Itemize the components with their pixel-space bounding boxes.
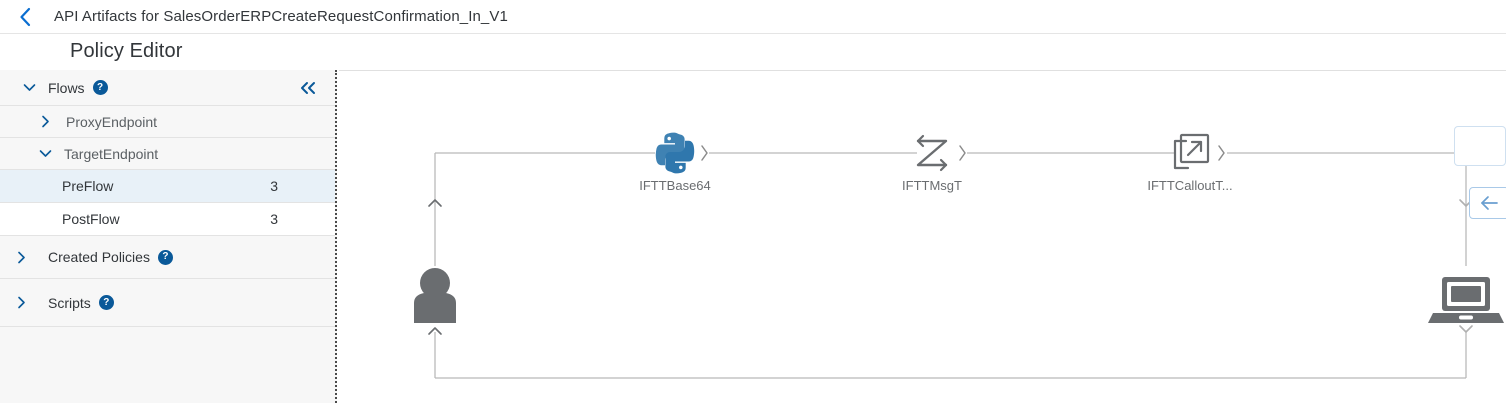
double-chevron-left-icon	[301, 82, 315, 94]
sidebar-collapse-button[interactable]	[297, 78, 319, 98]
flow-diagram	[414, 132, 1504, 379]
help-icon[interactable]: ?	[157, 249, 173, 265]
transform-z-icon	[916, 134, 948, 172]
breadcrumb-title[interactable]: API Artifacts for SalesOrderERPCreateReq…	[54, 8, 508, 25]
breadcrumb-bar: API Artifacts for SalesOrderERPCreateReq…	[0, 0, 1506, 34]
chevron-right-small-icon	[1218, 145, 1225, 161]
chevron-down-icon[interactable]	[20, 79, 38, 97]
sidebar-item-proxyendpoint[interactable]: ProxyEndpoint	[0, 106, 335, 138]
chevron-up-icon	[428, 199, 442, 207]
canvas-nav-back-wrapper	[1454, 126, 1506, 219]
help-icon[interactable]: ?	[92, 80, 108, 95]
sidebar-item-count: 3	[270, 178, 278, 194]
page-title-bar: Policy Editor	[0, 34, 1506, 68]
sidebar-item-label: PostFlow	[62, 211, 120, 227]
chevron-right-icon[interactable]	[12, 294, 30, 312]
node-label-3[interactable]: IFTTCalloutT...	[1147, 178, 1233, 193]
flows-sidebar: Flows ? ProxyEndpoint	[0, 70, 337, 403]
sidebar-item-preflow[interactable]: PreFlow 3	[0, 170, 335, 203]
sidebar-item-label: Scripts	[48, 294, 91, 311]
arrow-left-icon	[1481, 196, 1498, 210]
chevron-down-icon	[1459, 325, 1473, 333]
help-icon[interactable]: ?	[98, 295, 114, 310]
chevron-left-icon	[19, 7, 30, 26]
user-person-icon	[414, 268, 456, 323]
page-title: Policy Editor	[70, 39, 183, 62]
flow-canvas[interactable]: IFTTBase64 IFTTMsgT IFTTCalloutT...	[339, 70, 1506, 403]
node-label-2[interactable]: IFTTMsgT	[902, 178, 962, 193]
sidebar-item-count: 3	[270, 211, 278, 227]
python-logo-icon	[655, 132, 695, 174]
sidebar-item-label: ProxyEndpoint	[66, 113, 158, 130]
chevron-up-icon	[428, 327, 442, 335]
sidebar-empty-area	[0, 327, 335, 403]
chevron-right-small-icon	[959, 145, 966, 161]
chevron-right-small-icon	[701, 145, 708, 161]
sidebar-item-postflow[interactable]: PostFlow 3	[0, 203, 335, 236]
sidebar-item-flows[interactable]: Flows ?	[0, 70, 335, 106]
chevron-down-icon[interactable]	[36, 145, 54, 163]
sidebar-item-created-policies[interactable]: Created Policies ?	[0, 236, 335, 279]
laptop-icon	[1428, 277, 1504, 323]
sidebar-item-label: Flows	[48, 79, 85, 96]
canvas-top-divider	[339, 70, 1506, 71]
sidebar-item-targetendpoint[interactable]: TargetEndpoint	[0, 138, 335, 170]
sidebar-item-label: PreFlow	[62, 178, 114, 194]
sidebar-item-label: Created Policies	[48, 249, 150, 265]
node-label-1[interactable]: IFTTBase64	[639, 178, 711, 193]
back-button[interactable]	[8, 0, 42, 34]
sidebar-item-scripts[interactable]: Scripts ?	[0, 279, 335, 327]
chevron-right-icon[interactable]	[12, 248, 30, 266]
sidebar-item-label: TargetEndpoint	[64, 145, 159, 162]
canvas-nav-back-button[interactable]	[1469, 187, 1506, 219]
chevron-right-icon[interactable]	[36, 113, 54, 131]
external-link-icon	[1173, 133, 1210, 170]
